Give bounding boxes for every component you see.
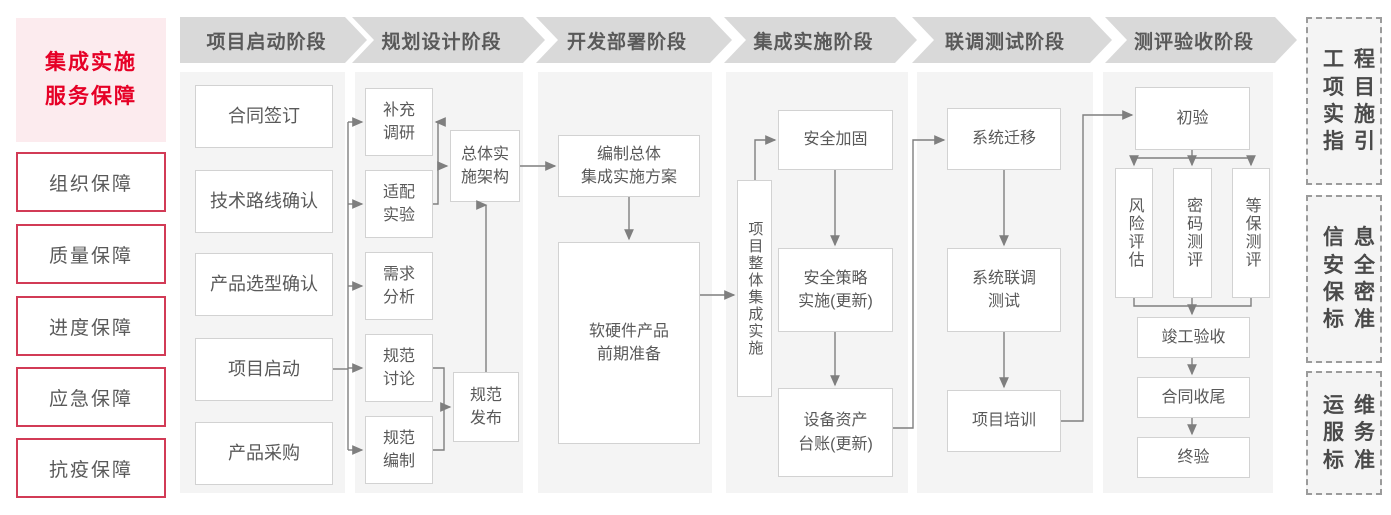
node-system-joint-testing: 系统联调 测试 (947, 248, 1061, 332)
phase-header-joint-testing: 联调测试阶段 (912, 17, 1112, 63)
node-security-policy-update: 安全策略 实施(更新) (778, 248, 893, 332)
node-overall-project-integration: 项目整体集成实施 (737, 180, 772, 397)
standard-row: 指引 (1323, 130, 1385, 154)
standard-row: 保密 (1323, 281, 1385, 304)
node-hw-sw-preparation: 软硬件产品 前期准备 (558, 242, 700, 444)
standard-row: 信息 (1323, 226, 1385, 250)
sidebar-item-progress-guarantee: 进度保障 (16, 296, 166, 356)
phase-header-integration-implementation: 集成实施阶段 (724, 17, 917, 63)
standard-row: 项目 (1323, 75, 1385, 99)
node-spec-drafting: 规范 编制 (365, 416, 433, 484)
node-contract-closing: 合同收尾 (1137, 377, 1250, 418)
node-tech-route-confirmation: 技术路线确认 (195, 170, 333, 233)
phase-header-dev-deployment: 开发部署阶段 (536, 17, 732, 63)
standard-row: 服务 (1323, 421, 1385, 445)
node-crypto-evaluation: 密码测评 (1173, 168, 1212, 298)
standard-box-operation-maintenance-service: 运维 服务 标准 (1306, 371, 1382, 495)
node-project-kickoff: 项目启动 (195, 338, 333, 401)
node-system-migration: 系统迁移 (947, 108, 1061, 170)
node-classified-protection-evaluation: 等保测评 (1232, 168, 1270, 298)
standard-box-project-implementation-guidelines: 工程 项目 实施 指引 (1306, 17, 1382, 185)
phase-header-label: 集成实施阶段 (753, 31, 874, 53)
sidebar-title: 集成实施 服务保障 (16, 18, 166, 142)
node-final-acceptance: 终验 (1137, 437, 1250, 478)
node-adaptation-experiment: 适配 实验 (365, 170, 433, 238)
phase-header-label: 联调测试阶段 (944, 31, 1065, 53)
standard-row: 安全 (1323, 253, 1385, 277)
node-requirement-analysis: 需求 分析 (365, 252, 433, 320)
standard-row: 标准 (1323, 308, 1385, 332)
phase-header-label: 项目启动阶段 (206, 31, 327, 53)
standard-box-info-security-confidentiality: 信息 安全 保密 标准 (1306, 195, 1382, 363)
node-spec-release: 规范 发布 (453, 372, 519, 442)
node-security-hardening: 安全加固 (778, 110, 893, 170)
standard-row: 工程 (1323, 48, 1385, 72)
phase-header-project-initiation: 项目启动阶段 (180, 17, 367, 63)
phase-header-label: 开发部署阶段 (566, 31, 687, 53)
phase-header-evaluation-acceptance: 测评验收阶段 (1105, 17, 1297, 63)
node-asset-ledger-update: 设备资产 台账(更新) (778, 388, 893, 477)
node-product-procurement: 产品采购 (195, 422, 333, 485)
node-risk-assessment: 风险评估 (1115, 168, 1153, 298)
node-supplementary-research: 补充 调研 (365, 88, 433, 156)
node-project-training: 项目培训 (947, 390, 1061, 452)
node-overall-architecture: 总体实 施架构 (450, 130, 520, 202)
sidebar-item-organization-guarantee: 组织保障 (16, 152, 166, 212)
sidebar-item-epidemic-guarantee: 抗疫保障 (16, 438, 166, 498)
phase-header-label: 规划设计阶段 (381, 31, 502, 53)
sidebar-item-quality-guarantee: 质量保障 (16, 224, 166, 284)
sidebar-item-emergency-guarantee: 应急保障 (16, 367, 166, 427)
node-initial-acceptance: 初验 (1135, 87, 1250, 150)
node-completion-acceptance: 竣工验收 (1137, 317, 1250, 358)
standard-row: 运维 (1323, 394, 1385, 418)
node-product-selection-confirmation: 产品选型确认 (195, 253, 333, 316)
phase-header-planning-design: 规划设计阶段 (352, 17, 545, 63)
phase-header-label: 测评验收阶段 (1133, 31, 1254, 53)
node-overall-integration-plan: 编制总体 集成实施方案 (558, 135, 700, 197)
standard-row: 实施 (1323, 103, 1385, 126)
standard-row: 标准 (1323, 448, 1385, 472)
node-spec-discussion: 规范 讨论 (365, 334, 433, 402)
node-contract-signing: 合同签订 (195, 85, 333, 148)
